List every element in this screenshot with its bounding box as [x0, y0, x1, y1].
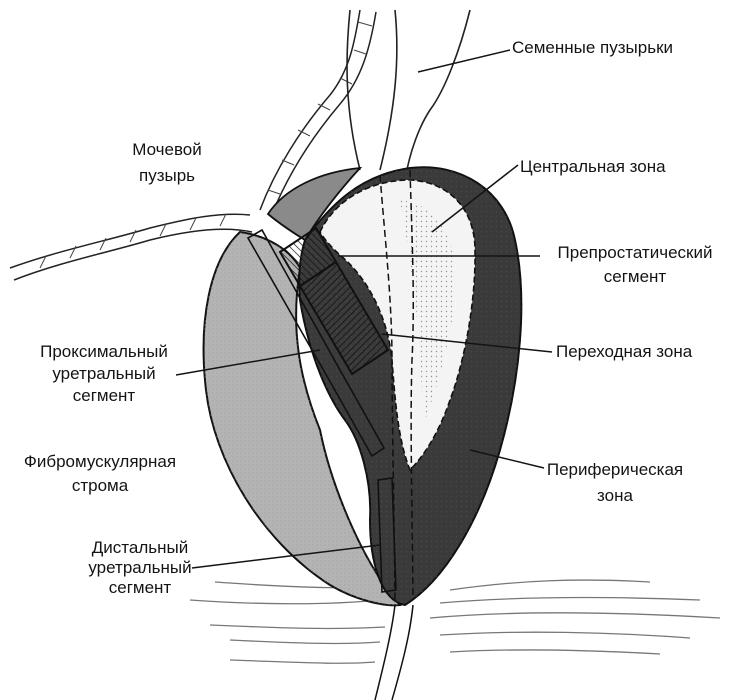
label-distal-line2: уретральный [60, 558, 220, 578]
label-fibromuscular-line1: Фибромускулярная [10, 452, 190, 472]
label-peripheral-line2: зона [540, 486, 690, 506]
label-proximal-line2: уретральный [14, 364, 194, 384]
label-peripheral-zone: Периферическая зона [540, 460, 690, 506]
label-fibromuscular-line2: строма [10, 476, 190, 496]
label-distal-line1: Дистальный [60, 538, 220, 558]
pelvic-floor-lines [190, 580, 720, 663]
label-proximal-urethral-segment: Проксимальный уретральный сегмент [14, 342, 194, 406]
label-proximal-line3: сегмент [14, 386, 194, 406]
label-bladder-line1: Мочевой [112, 140, 222, 160]
label-bladder-line2: пузырь [112, 166, 222, 186]
label-preprostatic-line1: Препростатический [540, 243, 730, 263]
label-central-zone: Центральная зона [520, 157, 666, 177]
label-proximal-line1: Проксимальный [14, 342, 194, 362]
seminal-vesicle-lines [347, 10, 470, 180]
label-preprostatic-segment: Препростатический сегмент [540, 243, 730, 287]
label-distal-urethral-segment: Дистальный уретральный сегмент [60, 538, 220, 598]
label-peripheral-line1: Периферическая [540, 460, 690, 480]
label-distal-line3: сегмент [60, 578, 220, 598]
label-fibromuscular-stroma: Фибромускулярная строма [10, 452, 190, 496]
label-seminal-vesicles: Семенные пузырьки [512, 38, 673, 58]
label-transition-zone: Переходная зона [556, 342, 692, 362]
label-preprostatic-line2: сегмент [540, 267, 730, 287]
label-bladder: Мочевой пузырь [112, 140, 222, 186]
